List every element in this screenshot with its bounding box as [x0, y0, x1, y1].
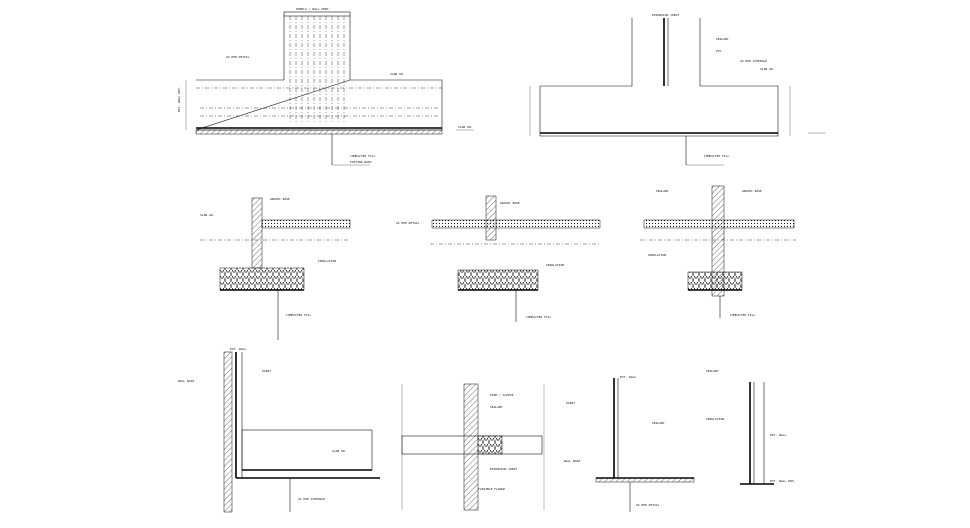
- detail-6-note-a: EXT. WALL: [230, 347, 246, 351]
- detail-2-top-label: EXPANSION JOINT: [652, 13, 679, 17]
- detail-4-wall-footing: GRAVEL BASE AS PER DETAIL INSULATION COM…: [396, 195, 601, 322]
- detail-7-note-c: EXPANSION JOINT: [490, 467, 517, 471]
- detail-5-wall-footing: SEALANT GRAVEL BASE INSULATION COMPACTED…: [640, 185, 796, 318]
- detail-2-note-a: SEALANT: [716, 37, 729, 41]
- detail-3-note-b: SLAB GR.: [200, 213, 215, 217]
- detail-2-note-c: AS PER SCHEDULE: [740, 59, 767, 63]
- detail-2-note-d: COMPACTED FILL: [704, 154, 729, 158]
- detail-1-vertical-bars: [283, 16, 351, 124]
- detail-5-note-b: GRAVEL BASE: [742, 189, 762, 193]
- detail-7-note-a: PIPE / SLEEVE: [490, 393, 514, 397]
- detail-9-note-b: INSULATION: [706, 417, 724, 421]
- detail-9-note-c: EXT. WALL: [770, 433, 786, 437]
- detail-5-note-d: COMPACTED FILL: [730, 313, 755, 317]
- detail-2-slab-label: SLAB GR.: [760, 67, 775, 71]
- detail-8-note-a: EXT. WALL: [620, 375, 636, 379]
- detail-4-note-a: GRAVEL BASE: [500, 201, 520, 205]
- detail-2-note-b: PVC: [716, 49, 722, 53]
- detail-6-note-e: AS PER SCHEDULE: [298, 497, 325, 501]
- detail-1-note-c: AS PER DETAIL: [226, 55, 250, 59]
- detail-3-note-c: INSULATION: [318, 259, 336, 263]
- detail-2-expansion-joint: EXPANSION JOINT SEALANT PVC AS PER SCHED…: [529, 13, 826, 166]
- detail-9-note-d: EXT. WALL DIM.: [770, 479, 795, 483]
- detail-4-note-d: COMPACTED FILL: [526, 315, 551, 319]
- detail-8-note-d: WALL BASE: [564, 459, 580, 463]
- detail-4-note-b: AS PER DETAIL: [396, 221, 420, 225]
- detail-1-right-label: SLAB GR.: [458, 125, 473, 129]
- detail-1-note-b: FOOTING BARS: [350, 160, 372, 164]
- detail-3-wall-footing: GRAVEL BASE SLAB GR. INSULATION COMPACTE…: [200, 197, 351, 340]
- detail-9-note-a: SEALANT: [706, 369, 719, 373]
- detail-9-wall-end: SEALANT INSULATION EXT. WALL EXT. WALL D…: [706, 369, 795, 485]
- detail-4-note-c: INSULATION: [546, 263, 564, 267]
- detail-7-note-b: SEALANT: [490, 405, 503, 409]
- detail-7-note-d: FLEXIBLE FLANGE: [478, 487, 505, 491]
- detail-1-slab-label: SLAB GR.: [390, 72, 405, 76]
- detail-5-note-a: SEALANT: [656, 189, 669, 193]
- detail-1-dim-label: EXT. WALL DIM.: [177, 87, 181, 112]
- detail-3-note-d: COMPACTED FILL: [286, 313, 311, 317]
- detail-8-note-b: PAINT: [566, 401, 575, 405]
- detail-8-wall-corner: EXT. WALL PAINT SEALANT WALL BASE AS PER…: [564, 375, 695, 512]
- detail-8-note-c: SEALANT: [652, 421, 665, 425]
- detail-6-note-d: SLAB GR.: [332, 449, 347, 453]
- detail-6-wall-base: EXT. WALL PAINT WALL BASE SLAB GR. AS PE…: [178, 347, 380, 513]
- detail-3-note-a: GRAVEL BASE: [270, 197, 290, 201]
- detail-6-note-b: PAINT: [262, 369, 271, 373]
- detail-1-footing-rebar: DOWELS / WALL VERT. EXT. WALL DIM. COMPA…: [177, 7, 474, 166]
- detail-5-note-c: INSULATION: [648, 253, 666, 257]
- detail-6-note-c: WALL BASE: [178, 379, 194, 383]
- detail-1-note-a: COMPACTED FILL: [350, 154, 375, 158]
- detail-1-top-label: DOWELS / WALL VERT.: [296, 7, 331, 11]
- detail-7-pipe-sleeve: PIPE / SLEEVE SEALANT EXPANSION JOINT FL…: [401, 383, 545, 511]
- detail-8-note-e: AS PER DETAIL: [636, 503, 660, 507]
